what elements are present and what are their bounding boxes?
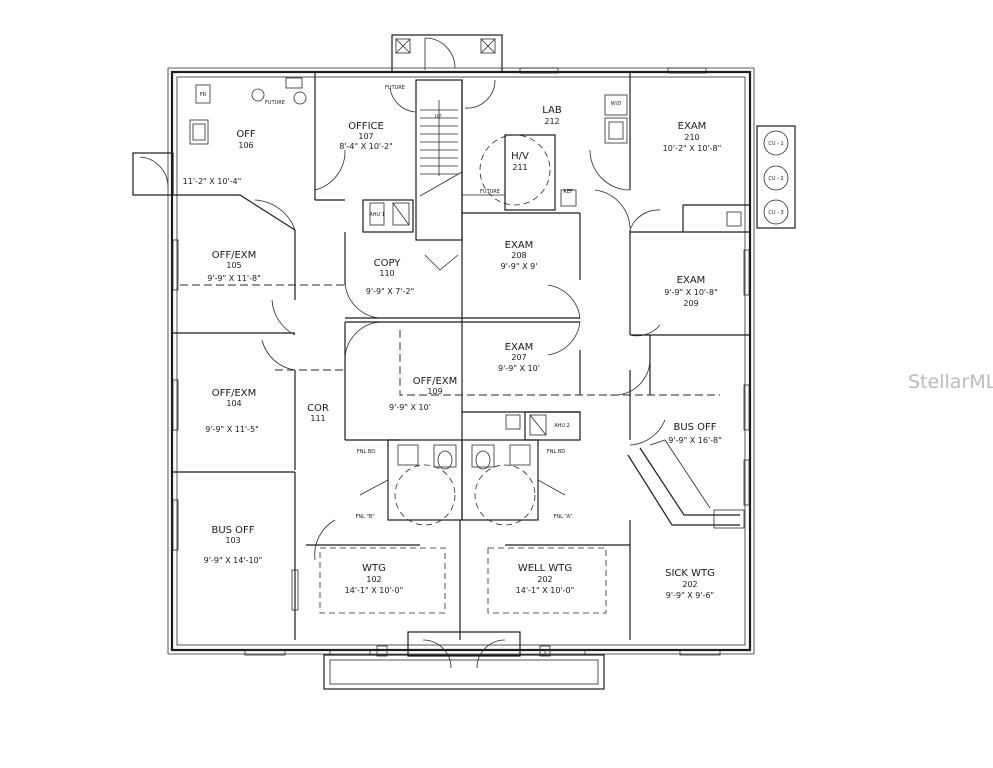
- exterior-walls: [132, 34, 755, 690]
- room-wtg-102-dimensions: 14'-1" X 10'-0": [345, 586, 404, 595]
- stair-up-tag: UP: [435, 114, 442, 120]
- condenser-units: CU - 1 CU - 2 CU - 3: [756, 125, 796, 229]
- room-well-wtg-dimensions: 14'-1" X 10'-0": [516, 586, 575, 595]
- room-exam-208-dimensions: 9'-9" X 9': [501, 262, 538, 271]
- fnl-bd-right-tag: FNL BD: [547, 449, 565, 455]
- room-offexm-105-dimensions: 9'-9" X 11'-8": [207, 274, 261, 283]
- room-offexm-104-name: OFF/EXM: [212, 388, 257, 399]
- room-cor-111-number: 111: [310, 414, 325, 423]
- cu-3-label: CU - 3: [768, 210, 783, 216]
- door-swings: [254, 79, 666, 561]
- room-well-wtg-number: 202: [537, 575, 552, 584]
- room-copy-110-number: 110: [379, 269, 394, 278]
- fnl-b-tag: FNL "B": [355, 514, 374, 520]
- stair-treads: [419, 100, 463, 271]
- room-exam-210-dimensions: 10'-2" X 10'-8": [663, 144, 722, 153]
- room-exam-208-number: 208: [511, 251, 526, 260]
- equipment-tags: AHU 1 AHU 2 FUTURE FUTURE FUTURE UP REF …: [200, 85, 622, 520]
- room-exam-207-dimensions: 9'-9" X 10': [498, 364, 540, 373]
- room-bus-off-103-number: 103: [225, 536, 240, 545]
- room-off-106-dimensions: 11'-2" X 10'-4": [183, 177, 242, 186]
- room-exam-209-name: EXAM: [677, 275, 706, 286]
- room-offexm-109-number: 109: [427, 387, 442, 396]
- room-hv-211-name: H/V: [511, 151, 529, 162]
- room-lab-212-number: 212: [544, 117, 559, 126]
- room-copy-110-dimensions: 9'-9" X 7'-2": [366, 287, 414, 296]
- room-copy-110-name: COPY: [374, 258, 402, 269]
- cu-2-unit: [763, 165, 789, 191]
- room-lab-212-name: LAB: [542, 105, 562, 116]
- room-exam-210-name: EXAM: [678, 121, 707, 132]
- room-hv-211-number: 211: [512, 163, 527, 172]
- room-offexm-105-name: OFF/EXM: [212, 250, 257, 261]
- fr-tag: FR: [200, 92, 207, 98]
- room-wtg-102-number: 102: [366, 575, 381, 584]
- future-tag-right: FUTURE: [480, 189, 500, 195]
- room-exam-207-number: 207: [511, 353, 526, 362]
- room-sick-wtg-name: SICK WTG: [665, 568, 715, 579]
- ref-tag: REF: [563, 189, 573, 195]
- restroom-fixtures: [394, 444, 536, 526]
- room-offexm-109-name: OFF/EXM: [413, 376, 458, 387]
- watermark-logo: StellarMLS: [908, 371, 993, 393]
- room-sick-wtg-number: 202: [682, 580, 697, 589]
- room-well-wtg-name: WELL WTG: [518, 563, 572, 574]
- room-bus-off-name: BUS OFF: [673, 422, 716, 433]
- room-exam-207-name: EXAM: [505, 342, 534, 353]
- room-labels: OFF 106 11'-2" X 10'-4" OFFICE 107 8'-4"…: [183, 105, 722, 600]
- future-tag-left: FUTURE: [265, 100, 285, 106]
- fnl-a-tag: FNL "A": [553, 514, 572, 520]
- room-exam-209-dimensions: 9'-9" X 10'-8": [664, 288, 718, 297]
- future-tag-top: FUTURE: [385, 85, 405, 91]
- room-exam-210-number: 210: [684, 133, 699, 142]
- room-off-106-name: OFF: [236, 129, 256, 140]
- cu-3-unit: [763, 199, 789, 225]
- ahu-2-tag: AHU 2: [554, 423, 570, 429]
- room-bus-off-103-dimensions: 9'-9" X 14'-10": [204, 556, 263, 565]
- room-exam-209-number: 209: [683, 299, 698, 308]
- room-offexm-104-number: 104: [226, 399, 241, 408]
- room-offexm-109-dimensions: 9'-9" X 10': [389, 403, 431, 412]
- room-sick-wtg-dimensions: 9'-9" X 9'-6": [666, 591, 714, 600]
- room-office-107-number: 107: [358, 132, 373, 141]
- cu-1-label: CU - 1: [768, 141, 783, 147]
- room-bus-off-103-name: BUS OFF: [211, 525, 254, 536]
- ahu-1-tag: AHU 1: [369, 212, 385, 218]
- interior-walls: [172, 67, 750, 656]
- room-bus-off-dimensions: 9'-9" X 16'-8": [668, 436, 722, 445]
- wd-tag: W/D: [611, 101, 622, 107]
- room-office-107-dimensions: 8'-4" X 10'-2": [339, 142, 393, 151]
- fnl-bd-left-tag: FNL BD: [357, 449, 375, 455]
- room-exam-208-name: EXAM: [505, 240, 534, 251]
- room-offexm-104-dimensions: 9'-9" X 11'-5": [205, 425, 259, 434]
- room-wtg-102-name: WTG: [362, 563, 386, 574]
- room-cor-111-name: COR: [307, 403, 329, 414]
- cu-1-unit: [763, 130, 789, 156]
- cu-2-label: CU - 2: [768, 176, 783, 182]
- room-office-107-name: OFFICE: [348, 121, 384, 132]
- room-off-106-number: 106: [238, 141, 253, 150]
- room-offexm-105-number: 105: [226, 261, 241, 270]
